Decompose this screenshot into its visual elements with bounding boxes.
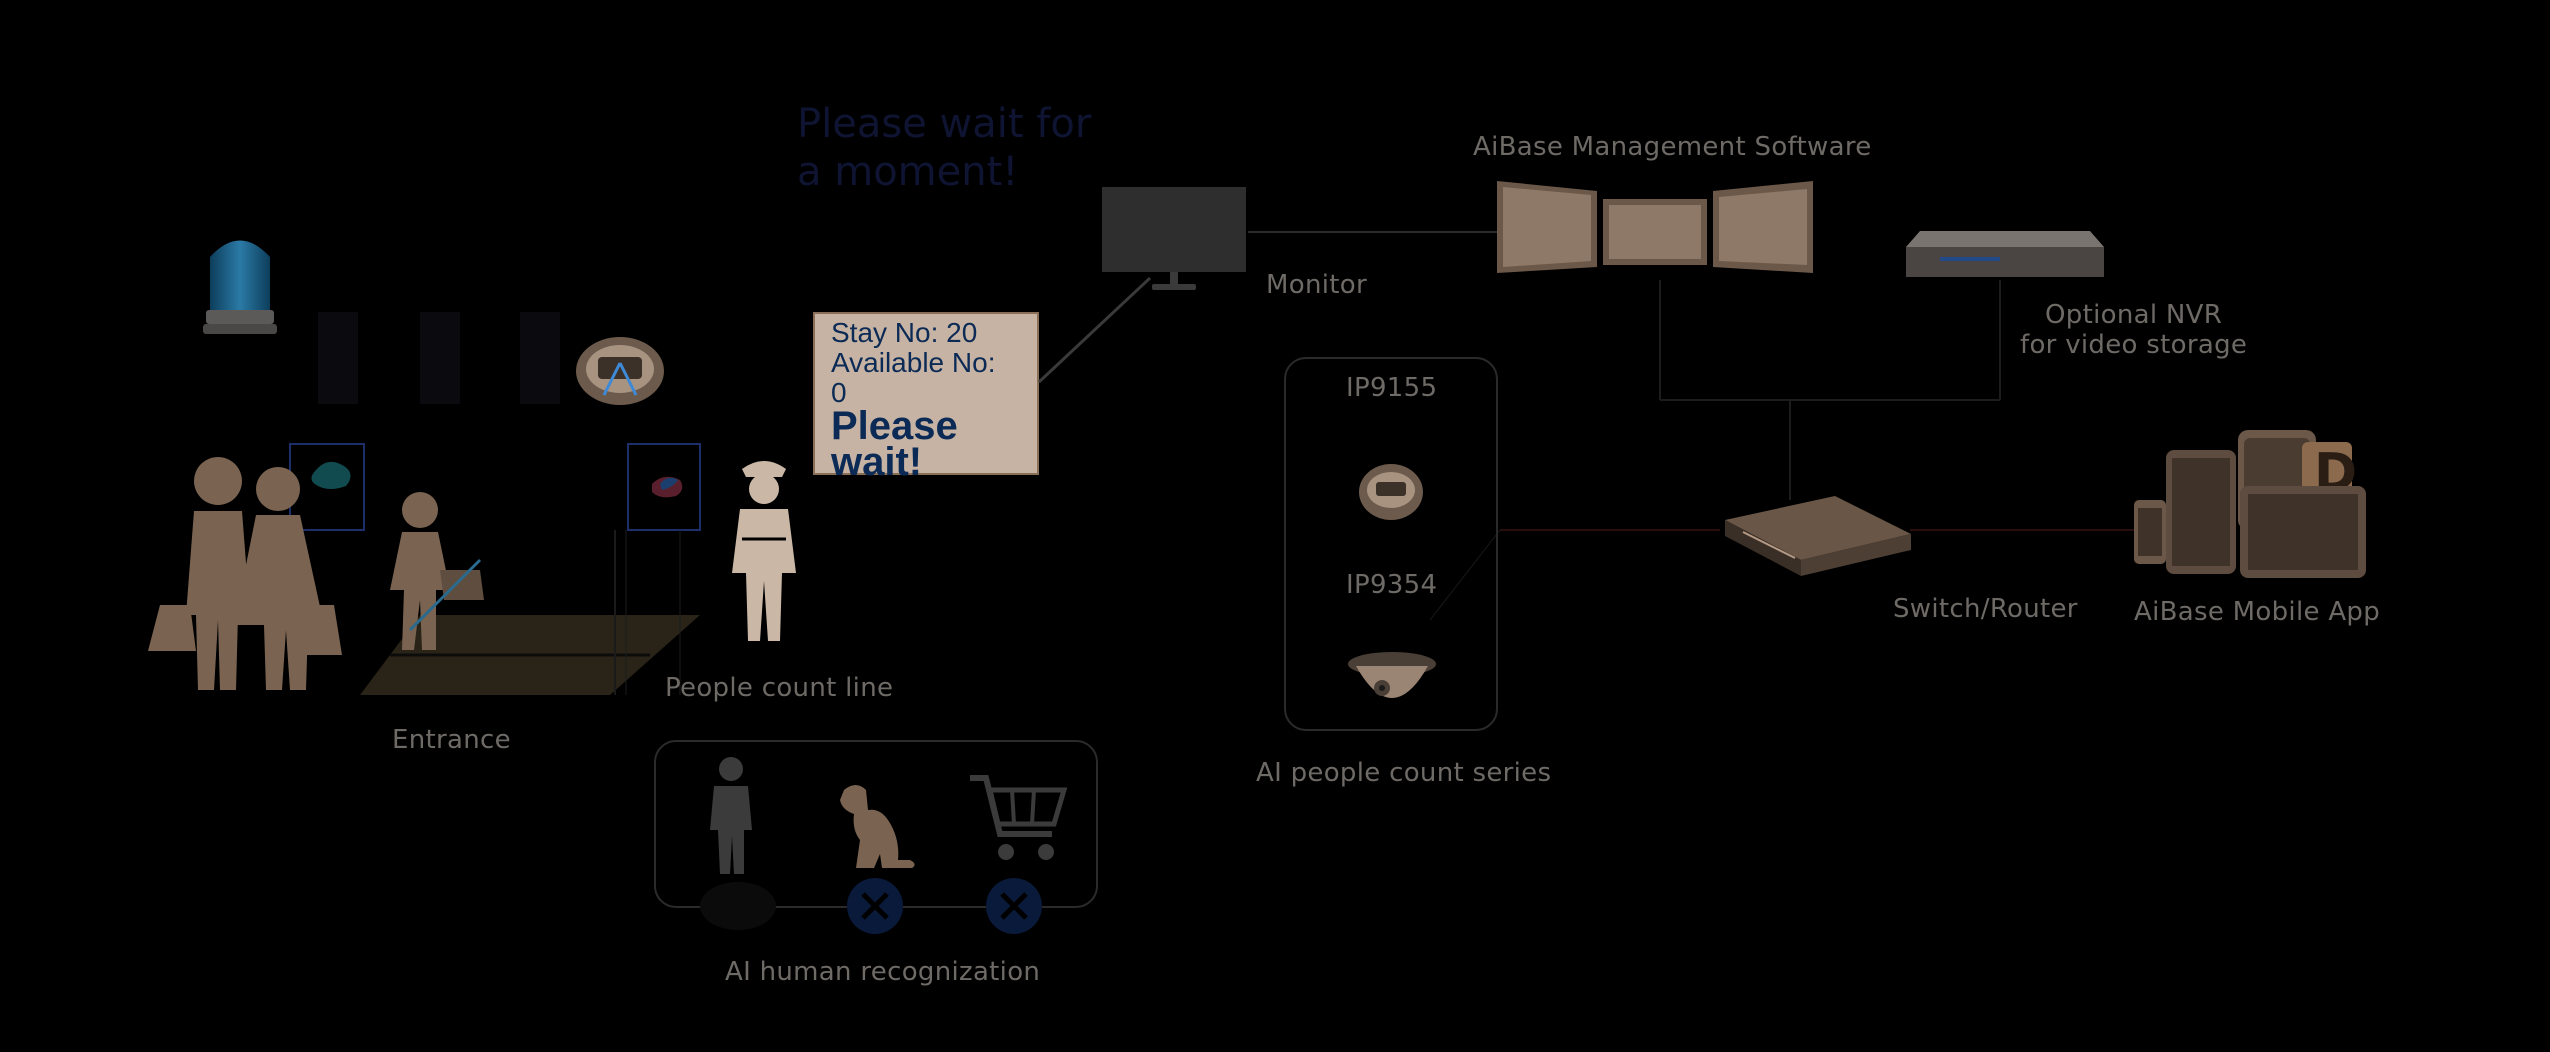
- ceiling-camera-icon: [1359, 464, 1423, 520]
- dome-camera-icon: [1348, 652, 1436, 698]
- available-count-value: 0: [831, 377, 847, 408]
- people-count-line-label: People count line: [665, 673, 894, 703]
- monitor-label: Monitor: [1266, 270, 1367, 300]
- camera-model-ip9155: IP9155: [1346, 373, 1438, 403]
- entrance-label: Entrance: [392, 725, 511, 755]
- nvr-label: Optional NVR for video storage: [2020, 300, 2247, 360]
- nvr-label-line2: for video storage: [2020, 330, 2248, 360]
- software-screens-icon: [1497, 181, 1813, 273]
- nvr-label-line1: Optional NVR: [2045, 300, 2223, 330]
- entrance-pillar: [520, 312, 560, 404]
- monitor-icon: [1102, 187, 1246, 290]
- dog-icon: [840, 785, 915, 868]
- person-icon: [710, 757, 752, 874]
- accept-badge: [700, 882, 776, 930]
- entrance-pillar: [318, 312, 358, 404]
- reject-cross-icon: [986, 878, 1042, 934]
- ceiling-camera-icon: [576, 337, 664, 405]
- wait-text: wait!: [831, 440, 923, 484]
- please-text: Please: [831, 404, 958, 448]
- mobile-devices-icon: D: [2134, 430, 2366, 578]
- nvr-icon: [1906, 231, 2104, 277]
- child-icon: [390, 492, 484, 650]
- wait-banner: Please wait for a moment!: [797, 100, 1091, 196]
- switch-router-label: Switch/Router: [1893, 594, 2078, 624]
- available-count-label: Available No:: [831, 347, 996, 378]
- wait-banner-line2: a moment!: [797, 149, 1019, 195]
- stay-count: Stay No: 20: [831, 317, 978, 348]
- occupancy-display-sign: Stay No: 20 Available No: 0 Please wait!: [813, 312, 1039, 482]
- guard-icon: [732, 461, 796, 641]
- camera-model-ip9354: IP9354: [1346, 570, 1438, 600]
- reject-cross-icon: [847, 878, 903, 934]
- ai-human-recognization-label: AI human recognization: [725, 957, 1041, 987]
- camera-series-panel: [1284, 357, 1498, 731]
- mobile-app-label: AiBase Mobile App: [2134, 597, 2381, 627]
- wait-banner-line1: Please wait for: [797, 101, 1092, 147]
- alarm-light-icon: [203, 240, 277, 334]
- shopping-cart-icon: [970, 775, 1068, 860]
- entrance-pillar: [420, 312, 460, 404]
- management-software-label: AiBase Management Software: [1473, 132, 1872, 162]
- people-count-area: [289, 443, 701, 695]
- detection-box: [627, 443, 701, 531]
- ai-people-count-series-label: AI people count series: [1256, 758, 1552, 788]
- switch-icon: [1725, 496, 1911, 576]
- family-icon: [148, 457, 342, 690]
